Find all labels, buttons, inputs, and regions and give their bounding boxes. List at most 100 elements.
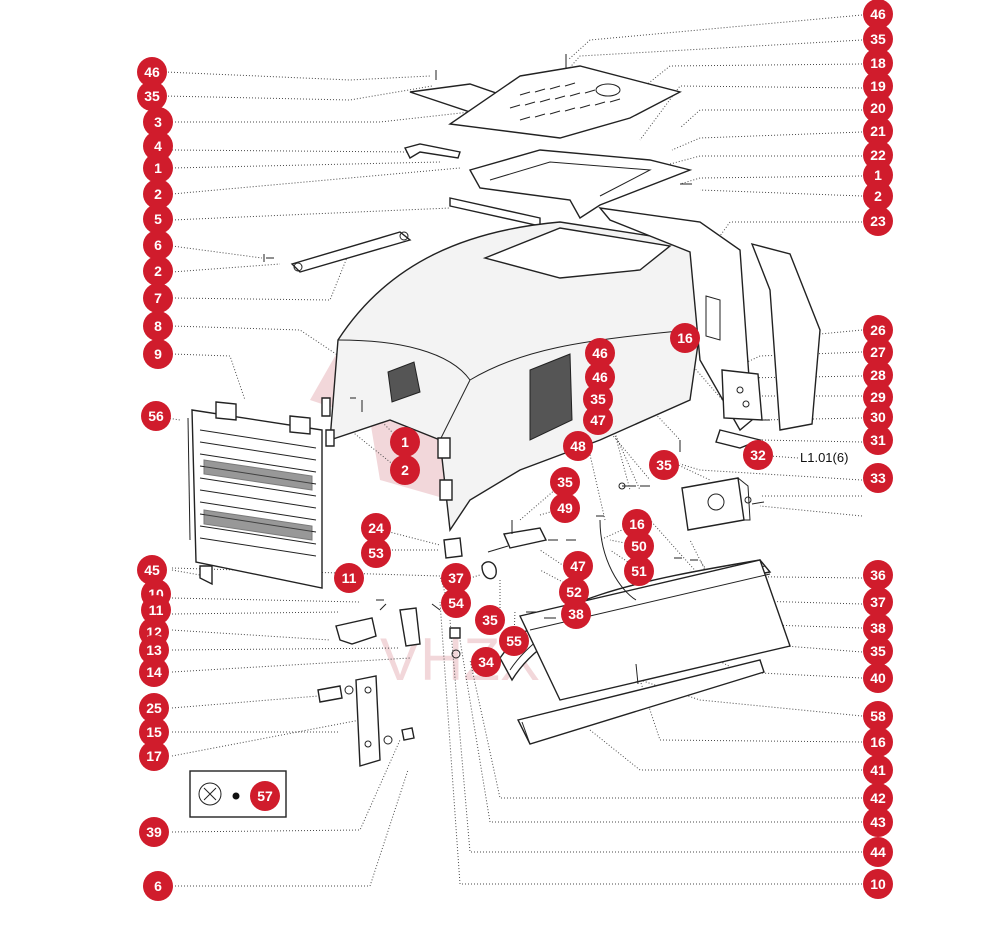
callout-circle	[583, 405, 613, 435]
callout-circle	[863, 71, 893, 101]
callout-circle	[441, 563, 471, 593]
callout-28: 28	[863, 360, 893, 390]
callout-number: 21	[870, 123, 886, 139]
callout-circle	[390, 427, 420, 457]
callout-number: 8	[154, 318, 162, 334]
callout-25: 25	[139, 693, 169, 723]
callout-31: 31	[863, 425, 893, 455]
callout-37: 37	[441, 563, 471, 593]
callout-54: 54	[441, 588, 471, 618]
callout-35: 35	[550, 467, 580, 497]
callout-circle	[863, 663, 893, 693]
callout-circle	[561, 599, 591, 629]
callout-number: 35	[870, 31, 886, 47]
callout-number: 7	[154, 290, 162, 306]
callout-number: 35	[482, 612, 498, 628]
callout-11: 11	[141, 595, 171, 625]
callout-circle	[863, 613, 893, 643]
callout-circle	[143, 256, 173, 286]
callout-33: 33	[863, 463, 893, 493]
callout-circle	[863, 93, 893, 123]
callout-37: 37	[863, 587, 893, 617]
vent-slots	[509, 82, 621, 121]
callout-number: 2	[154, 263, 162, 279]
callout-circle	[583, 384, 613, 414]
callout-circle	[863, 463, 893, 493]
callout-circle	[550, 493, 580, 523]
callout-number: 1	[154, 160, 162, 176]
callout-8: 8	[143, 311, 173, 341]
callout-38: 38	[863, 613, 893, 643]
callout-circle	[863, 869, 893, 899]
callout-number: 38	[568, 606, 584, 622]
callout-circle	[863, 24, 893, 54]
callout-circle	[863, 560, 893, 590]
callout-44: 44	[863, 837, 893, 867]
callout-number: 46	[144, 64, 160, 80]
callout-number: 50	[631, 538, 647, 554]
callout-46: 46	[585, 362, 615, 392]
callout-number: 57	[257, 788, 273, 804]
callout-number: 32	[750, 447, 766, 463]
callout-36: 36	[863, 560, 893, 590]
callout-number: 18	[870, 55, 886, 71]
callout-circle	[390, 455, 420, 485]
callout-number: 35	[656, 457, 672, 473]
callout-number: 47	[590, 412, 606, 428]
callout-number: 46	[592, 345, 608, 361]
callout-6: 6	[143, 230, 173, 260]
callout-24: 24	[361, 513, 391, 543]
callout-number: 14	[146, 664, 162, 680]
callout-46: 46	[863, 0, 893, 29]
callout-2: 2	[143, 179, 173, 209]
callout-number: 33	[870, 470, 886, 486]
callout-35: 35	[475, 605, 505, 635]
callout-circle	[143, 153, 173, 183]
callout-50: 50	[624, 531, 654, 561]
callout-47: 47	[583, 405, 613, 435]
callout-number: 35	[144, 88, 160, 104]
callout-circle	[863, 837, 893, 867]
callout-circle	[550, 467, 580, 497]
callout-9: 9	[143, 339, 173, 369]
callout-number: 5	[154, 211, 162, 227]
callout-circle	[143, 107, 173, 137]
callout-number: 3	[154, 114, 162, 130]
callout-circle	[622, 509, 652, 539]
callout-number: 58	[870, 708, 886, 724]
callout-35: 35	[863, 24, 893, 54]
callout-56: 56	[141, 401, 171, 431]
callout-layer: 4635181920212212234635341256278956262728…	[137, 0, 893, 901]
callout-number: 46	[592, 369, 608, 385]
callout-20: 20	[863, 93, 893, 123]
callout-number: 37	[448, 570, 464, 586]
callout-circle	[863, 587, 893, 617]
callout-circle	[863, 636, 893, 666]
callout-number: 23	[870, 213, 886, 229]
callout-circle	[143, 131, 173, 161]
callout-circle	[334, 563, 364, 593]
callout-number: 22	[870, 147, 886, 163]
callout-16: 16	[863, 727, 893, 757]
callout-30: 30	[863, 402, 893, 432]
callout-circle	[863, 755, 893, 785]
callout-circle	[563, 551, 593, 581]
callout-circle	[863, 425, 893, 455]
callout-number: 24	[368, 520, 384, 536]
callout-1: 1	[863, 160, 893, 190]
callout-circle	[863, 807, 893, 837]
callout-circle	[139, 657, 169, 687]
callout-10: 10	[863, 869, 893, 899]
callout-number: 35	[870, 643, 886, 659]
callout-number: 35	[590, 391, 606, 407]
callout-circle	[139, 693, 169, 723]
callout-47: 47	[563, 551, 593, 581]
callout-45: 45	[137, 555, 167, 585]
callout-35: 35	[649, 450, 679, 480]
callout-circle	[863, 337, 893, 367]
callout-11: 11	[334, 563, 364, 593]
callout-circle	[141, 595, 171, 625]
callout-number: 41	[870, 762, 886, 778]
callout-2: 2	[390, 455, 420, 485]
callout-number: 20	[870, 100, 886, 116]
